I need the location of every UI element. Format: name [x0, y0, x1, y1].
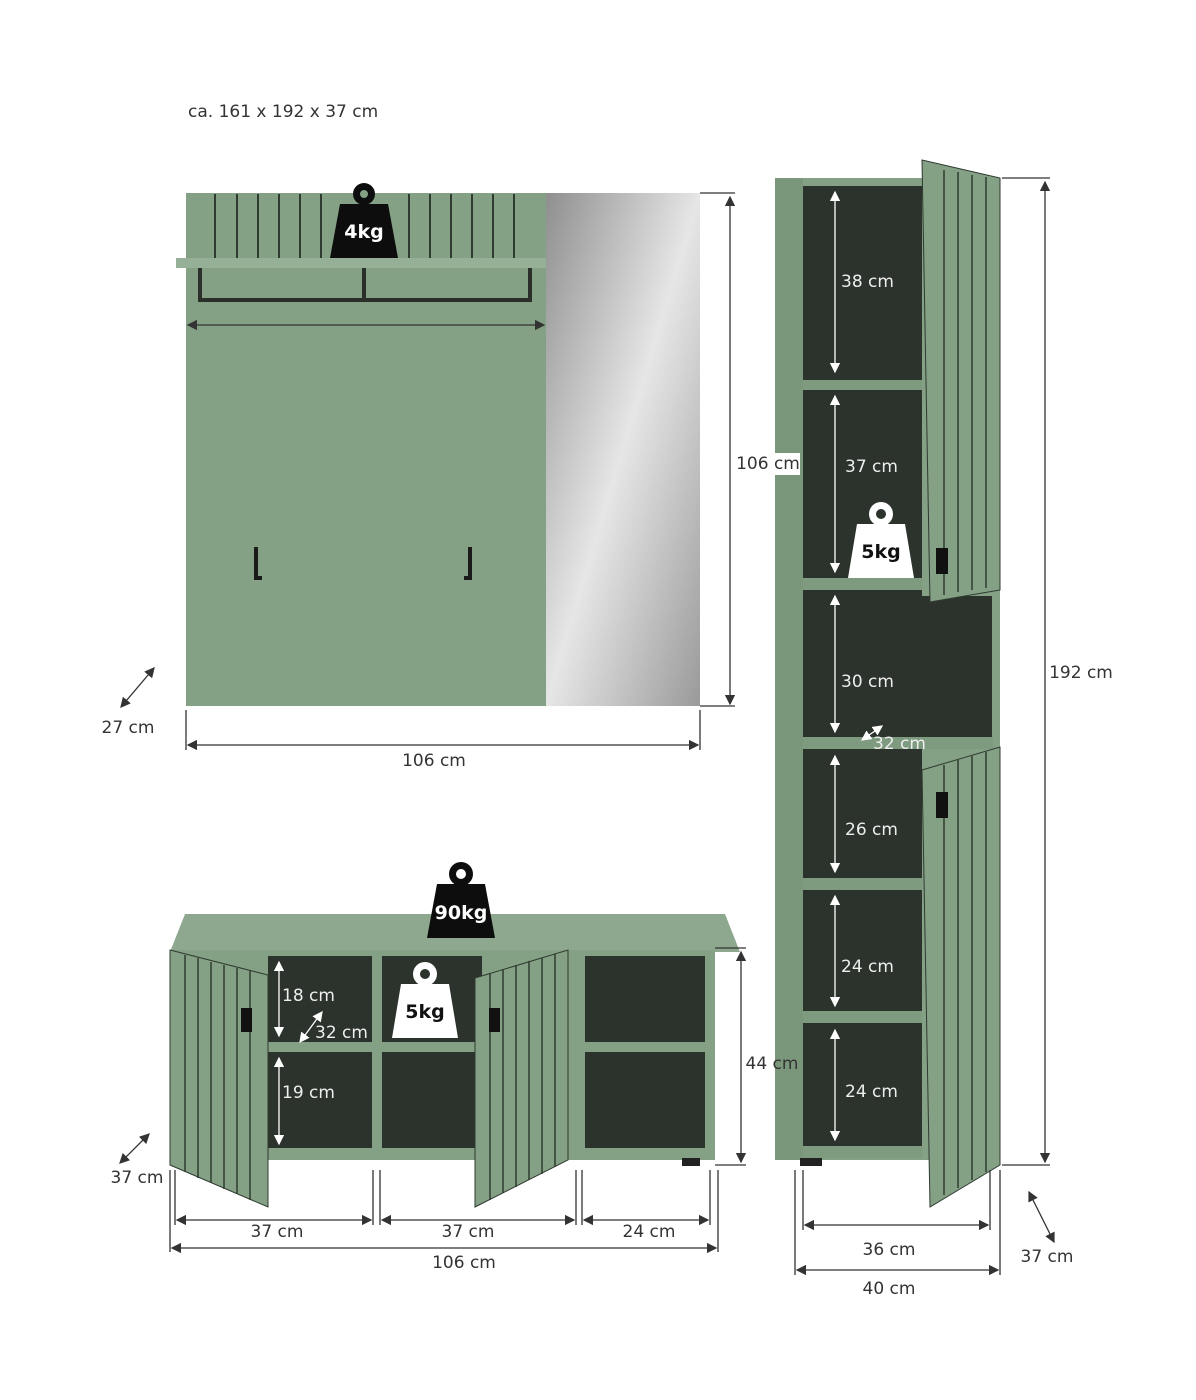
wardrobe-height-label: 106 cm	[736, 454, 800, 474]
door-handle	[936, 792, 948, 818]
door-handle	[936, 548, 948, 574]
door-handle	[489, 1008, 500, 1032]
wardrobe-width-label: 106 cm	[402, 751, 466, 771]
sideboard-depth-label: 37 cm	[111, 1168, 164, 1188]
cabinet-weight-label: 5kg	[861, 541, 900, 563]
compartment-5-height: 24 cm	[841, 957, 894, 977]
wardrobe-height-callout: 106 cm	[736, 453, 800, 475]
sideboard-compartments	[268, 956, 705, 1148]
cabinet-width-label: 40 cm	[863, 1279, 916, 1299]
weight-icon	[848, 502, 914, 578]
cabinet-inner-width-label: 36 cm	[863, 1240, 916, 1260]
section-1-width: 37 cm	[251, 1222, 304, 1242]
cabinet-interior	[803, 186, 922, 1146]
interior-dimension-arrows	[829, 190, 884, 1142]
weight-icon	[427, 862, 495, 938]
wardrobe-slats	[214, 194, 515, 258]
sideboard-lower-height: 19 cm	[282, 1083, 335, 1103]
compartment-4-height: 26 cm	[845, 820, 898, 840]
weight-icon	[392, 962, 458, 1038]
tall-cabinet: 38 cm 37 cm 30 cm 32 cm 26 cm 24 cm 24 c…	[775, 159, 1113, 1299]
mirror	[546, 193, 700, 706]
sideboard-shelf-weight-label: 5kg	[405, 1001, 444, 1023]
coat-hooks	[254, 547, 472, 580]
wardrobe-height-label-backing	[736, 453, 800, 475]
overall-size-label: ca. 161 x 192 x 37 cm	[188, 102, 378, 122]
upper-door	[921, 159, 1001, 603]
door-handle	[241, 1008, 252, 1032]
weight-icon	[330, 183, 398, 258]
sideboard-shelf-depth: 32 cm	[315, 1023, 368, 1043]
compartment-2-height: 37 cm	[845, 457, 898, 477]
compartment-6-height: 24 cm	[845, 1082, 898, 1102]
wardrobe-weight-label: 4kg	[344, 221, 383, 243]
shelf-depth-label: 32 cm	[873, 734, 926, 754]
lower-door	[921, 746, 1001, 1208]
section-2-width: 37 cm	[442, 1222, 495, 1242]
clothes-rail	[198, 268, 532, 302]
compartment-1-height: 38 cm	[841, 272, 894, 292]
sideboard-width-label: 106 cm	[432, 1253, 496, 1273]
wardrobe-depth-label: 27 cm	[102, 718, 155, 738]
compartment-3-height: 30 cm	[841, 672, 894, 692]
shoe-sideboard: 90kg 5kg 18 cm 32 cm 19 cm 44 cm 37 cm 3…	[111, 862, 799, 1273]
wall-wardrobe: 4kg 106 cm 27 cm	[102, 183, 736, 771]
middle-door	[474, 949, 569, 1208]
cabinet-depth-label: 37 cm	[1021, 1247, 1074, 1267]
section-3-width: 24 cm	[623, 1222, 676, 1242]
sideboard-height-label: 44 cm	[746, 1054, 799, 1074]
hat-shelf	[176, 258, 546, 268]
sideboard-upper-height: 18 cm	[282, 986, 335, 1006]
sideboard-top-weight-label: 90kg	[435, 902, 488, 924]
cabinet-height-label: 192 cm	[1049, 663, 1113, 683]
